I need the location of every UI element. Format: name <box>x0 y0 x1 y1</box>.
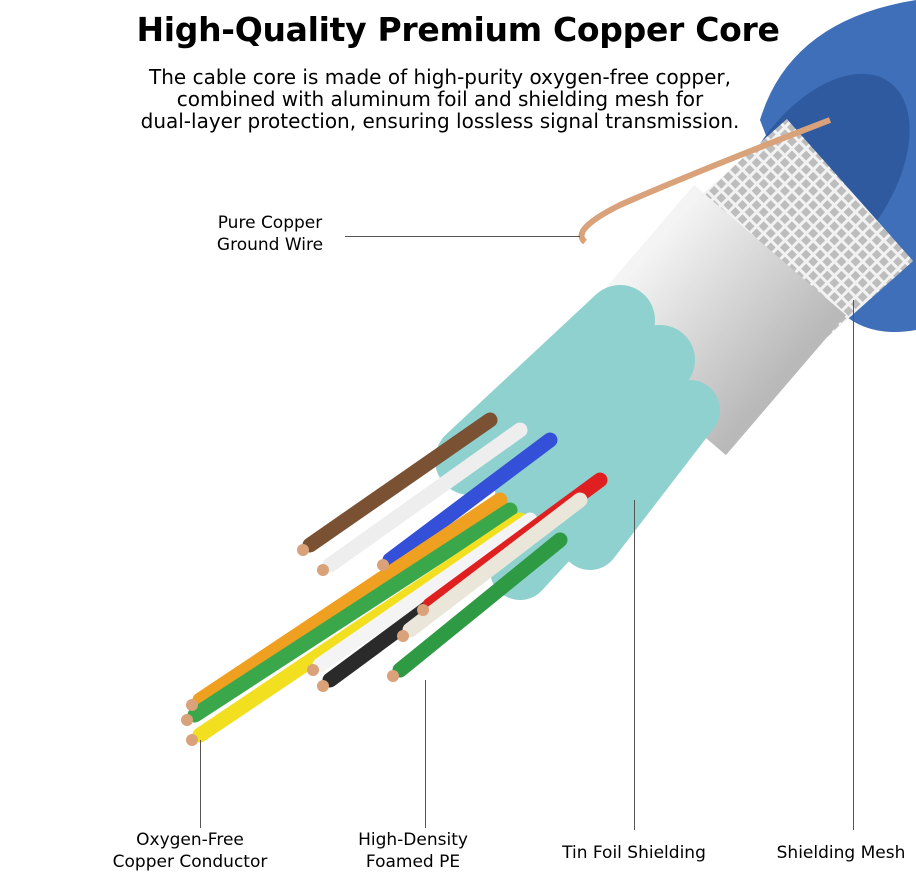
description-line: The cable core is made of high-purity ox… <box>149 65 731 89</box>
label-line: Foamed PE <box>365 852 461 872</box>
colored-wires <box>187 412 608 743</box>
label-mesh: Shielding Mesh <box>776 843 906 863</box>
label-ground-wire: Pure Copper Ground Wire <box>205 212 335 256</box>
description-line: dual-layer protection, ensuring lossless… <box>140 109 740 133</box>
description: The cable core is made of high-purity ox… <box>110 66 770 132</box>
page-title: High-Quality Premium Copper Core <box>136 10 780 49</box>
leader-line <box>634 500 635 830</box>
label-line: Ground Wire <box>216 235 324 255</box>
label-line: High-Density <box>358 830 468 850</box>
leader-line <box>200 740 201 828</box>
label-tin-foil: Tin Foil Shielding <box>562 843 706 863</box>
ground-wire <box>578 117 832 245</box>
label-line: Pure Copper <box>217 213 323 233</box>
copper-conductor-tips <box>181 544 429 746</box>
label-line: Copper Conductor <box>112 852 268 872</box>
label-foamed-pe: High-Density Foamed PE <box>338 829 488 873</box>
description-line: combined with aluminum foil and shieldin… <box>176 87 704 111</box>
label-line: Oxygen-Free <box>136 830 244 850</box>
leader-line <box>345 236 580 237</box>
leader-line <box>425 680 426 828</box>
leader-line <box>853 300 854 830</box>
label-conductor: Oxygen-Free Copper Conductor <box>100 829 280 873</box>
